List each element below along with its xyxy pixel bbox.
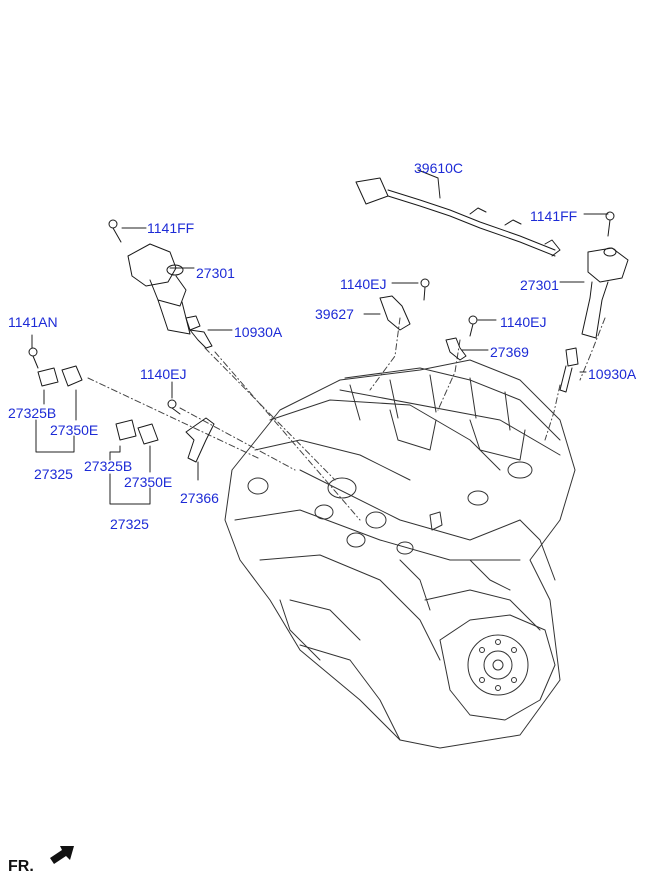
bolt-1141ff-left (108, 219, 122, 243)
front-indicator-label: FR. (8, 858, 34, 875)
callout-1140ej-a[interactable]: 1140EJ (340, 276, 387, 292)
bolt-1141ff-right (605, 211, 615, 237)
callout-27325b-a[interactable]: 27325B (8, 405, 57, 421)
callout-1140ej-c[interactable]: 1140EJ (140, 366, 187, 382)
callout-27301-left[interactable]: 27301 (196, 265, 235, 281)
callout-27301-right[interactable]: 27301 (520, 277, 559, 293)
callout-10930a-left[interactable]: 10930A (234, 324, 283, 340)
callout-27350e-b[interactable]: 27350E (124, 474, 173, 490)
bracket-27369 (445, 315, 478, 361)
callout-27325-a[interactable]: 27325 (34, 466, 73, 482)
spark-plug-right (559, 347, 579, 393)
leader-solid (31, 169, 609, 505)
bracket-27366 (185, 417, 215, 463)
callout-1140ej-b[interactable]: 1140EJ (500, 314, 547, 330)
sensor-39627 (379, 278, 430, 331)
callout-27325-b[interactable]: 27325 (110, 516, 149, 532)
callout-27325b-b[interactable]: 27325B (84, 458, 133, 474)
ignition-coil-right (581, 247, 629, 339)
engine-block (224, 359, 576, 749)
callout-39610c[interactable]: 39610C (414, 160, 464, 176)
callout-1141ff-right[interactable]: 1141FF (530, 208, 578, 224)
callout-39627[interactable]: 39627 (315, 306, 354, 322)
callout-1141an[interactable]: 1141AN (8, 314, 58, 330)
callout-27369[interactable]: 27369 (490, 344, 529, 360)
ignition-coil-left (127, 243, 191, 335)
spark-plug-left (185, 315, 213, 349)
callout-27366[interactable]: 27366 (180, 490, 219, 506)
callout-27350e-a[interactable]: 27350E (50, 422, 99, 438)
callout-1141ff-left[interactable]: 1141FF (147, 220, 195, 236)
sensor-27325-upper (28, 347, 83, 387)
sensor-27325-lower (115, 399, 181, 445)
wiring-harness (355, 177, 561, 257)
front-direction-arrow-icon (50, 846, 74, 864)
callout-10930a-right[interactable]: 10930A (588, 366, 637, 382)
